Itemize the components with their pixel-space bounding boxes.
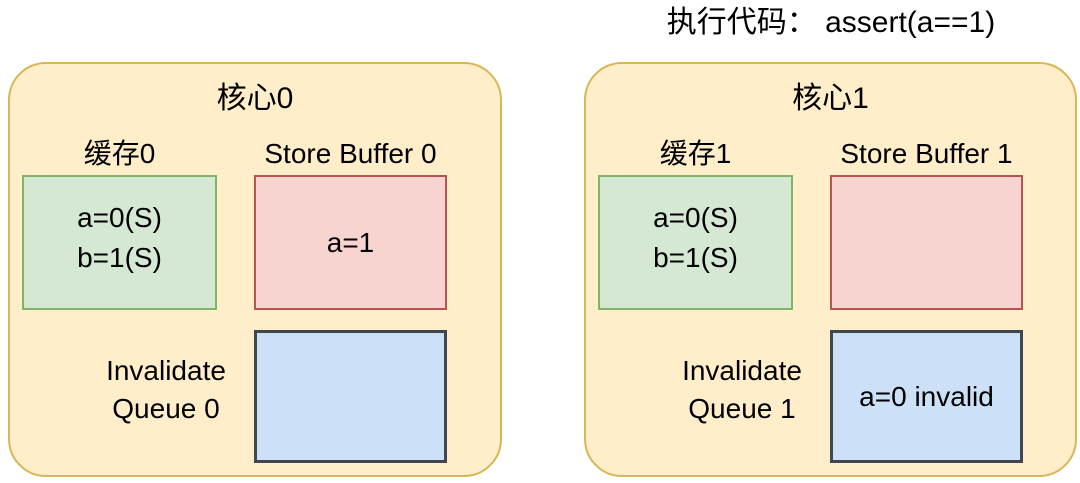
core-0-cache-line-a: a=0(S): [77, 201, 162, 233]
core-1-invalidate-queue-entry: a=0 invalid: [859, 380, 994, 412]
core-1-cache-label: 缓存1: [659, 138, 732, 169]
core-0-invalidate-queue-label-line2: Queue 0: [112, 393, 220, 424]
core-0-cache-box: a=0(S) b=1(S): [22, 175, 217, 310]
core-0-invalidate-queue-label-line1: Invalidate: [106, 355, 226, 386]
core-0-invalidate-queue-label: Invalidate Queue 0: [66, 352, 266, 428]
core-1-cache-line-a: a=0(S): [653, 201, 738, 233]
core-1-invalidate-queue-label: Invalidate Queue 1: [642, 352, 842, 428]
core-1-store-buffer-box: [830, 175, 1023, 310]
core-1-title: 核心1: [792, 82, 869, 115]
core-1-cache-line-b: b=1(S): [653, 241, 738, 273]
core-0-title: 核心0: [216, 82, 294, 115]
core-0-invalidate-queue-box: [254, 330, 447, 463]
core-1-store-buffer-label: Store Buffer 1: [840, 138, 1013, 169]
exec-code-title: 执行代码： assert(a==1): [666, 6, 996, 39]
core-0-store-buffer-box: a=1: [254, 175, 447, 310]
core-0-store-buffer-entry: a=1: [326, 226, 375, 258]
core-1-invalidate-queue-label-line2: Queue 1: [688, 393, 796, 424]
core-0-cache-label: 缓存0: [83, 138, 156, 169]
core-0-cache-line-b: b=1(S): [77, 241, 162, 273]
core-1-cache-box: a=0(S) b=1(S): [598, 175, 793, 310]
core-0-container: 核心0 缓存0 Store Buffer 0 a=0(S) b=1(S) a=1…: [8, 62, 502, 477]
core-1-invalidate-queue-box: a=0 invalid: [830, 330, 1023, 463]
core-0-store-buffer-label: Store Buffer 0: [264, 138, 437, 169]
core-1-invalidate-queue-label-line1: Invalidate: [682, 355, 802, 386]
core-1-container: 核心1 缓存1 Store Buffer 1 a=0(S) b=1(S) Inv…: [584, 62, 1077, 477]
